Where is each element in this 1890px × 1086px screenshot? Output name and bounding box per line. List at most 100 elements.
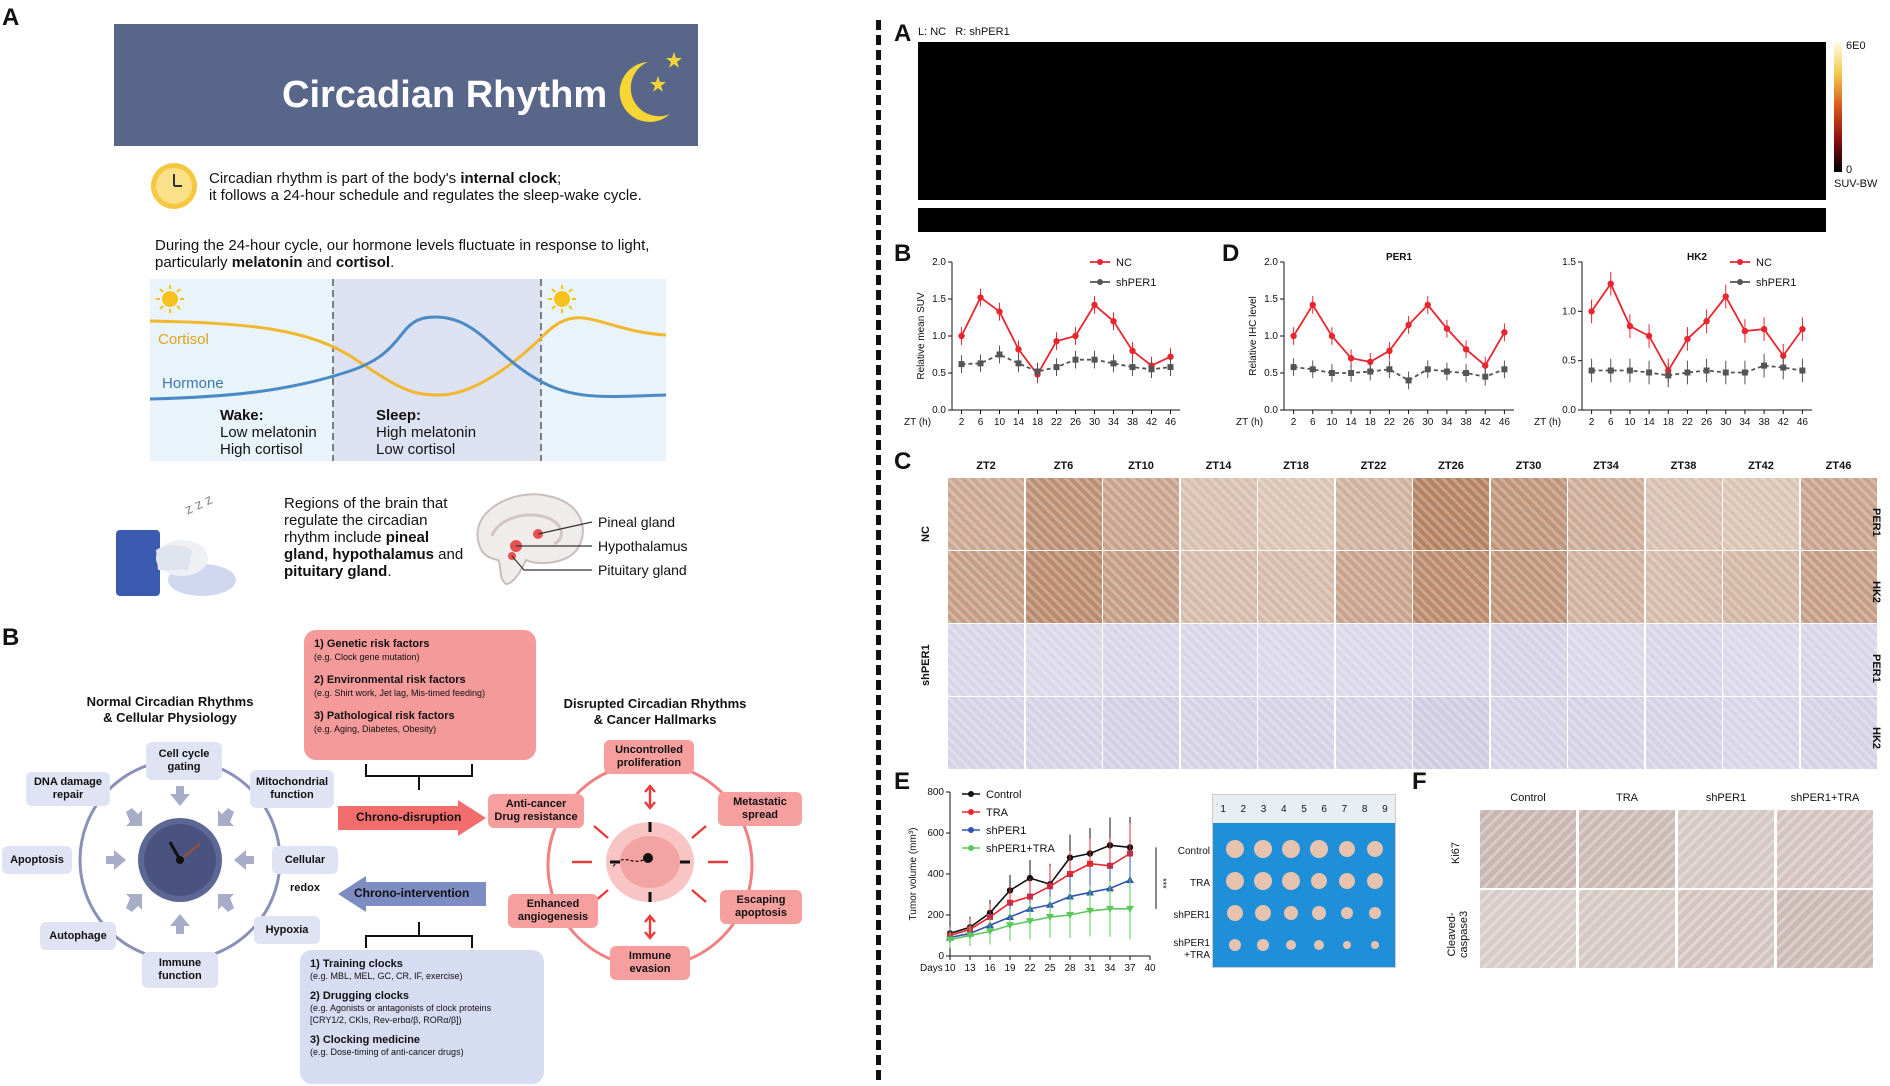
hormone-curve [150, 315, 666, 401]
f-ihc-tile [1480, 890, 1576, 968]
ihc-tile [1180, 551, 1257, 623]
f-ihc-tile [1480, 810, 1576, 888]
x-tick-label: 42 [1480, 417, 1492, 428]
pituitary-gland-label: Pituitary gland [598, 562, 687, 578]
x-tick-label: 18 [1032, 417, 1044, 428]
data-point [1006, 922, 1014, 930]
x-tick-label: 18 [1663, 417, 1675, 428]
node-cellular-redox: Cellular redox [272, 846, 338, 894]
data-point [1053, 337, 1060, 345]
ihc-tile [1180, 624, 1257, 696]
x-tick-label: 19 [1004, 963, 1016, 974]
ihc-tile [1335, 697, 1412, 769]
ihc-tile [1723, 478, 1799, 550]
data-point [1053, 364, 1060, 371]
y-tick-label: 2.0 [1264, 257, 1278, 268]
tumor-sample [1310, 840, 1328, 858]
pet-lr-label: L: NC R: shPER1 [918, 26, 1010, 38]
f-ihc-tile [1579, 810, 1675, 888]
tumor-sample [1227, 905, 1243, 921]
series-nc [958, 288, 1174, 384]
data-point [1443, 325, 1451, 332]
legend-marker [968, 791, 974, 797]
data-point [1799, 325, 1806, 333]
photo-row-labels: Control TRA shPER1 shPER1 +TRA [1173, 846, 1210, 961]
chart-title: HK2 [1687, 252, 1707, 263]
ihc-tile [1645, 697, 1722, 769]
data-point [1348, 370, 1355, 376]
data-point [1780, 364, 1787, 371]
y-tick-label: 1.5 [1562, 257, 1576, 268]
legend-label: shPER1 [1116, 277, 1156, 289]
ihc-tile [1723, 697, 1799, 769]
x-tick-label: 28 [1064, 963, 1076, 974]
data-point [996, 351, 1003, 358]
ihc-tile [1335, 551, 1412, 623]
y-tick-label: 0.0 [1264, 405, 1278, 416]
x-tick-label: 14 [1346, 417, 1358, 428]
right-panel-letter-e: E [894, 768, 911, 795]
data-point [1086, 907, 1094, 915]
data-point [1405, 377, 1412, 384]
tumor-sample [1282, 872, 1300, 890]
x-tick-label: 31 [1084, 963, 1096, 974]
data-point [1741, 327, 1749, 335]
legend-marker [1737, 259, 1743, 265]
tumor-sample [1254, 840, 1272, 858]
f-column-label: TRA [1616, 792, 1638, 804]
x-tick-label: 34 [1104, 963, 1116, 974]
tumor-sample [1254, 872, 1272, 890]
legend-item: shPER1 [1730, 277, 1796, 289]
data-point [1110, 360, 1117, 367]
ihc-tile [1568, 697, 1644, 769]
y-tick-label: 800 [927, 787, 944, 798]
ihc-tile [1258, 624, 1334, 696]
x-tick-label: 38 [1127, 417, 1139, 428]
ihc-column-label: ZT26 [1438, 460, 1464, 472]
tumor-sample [1229, 939, 1241, 951]
data-point [1026, 918, 1034, 926]
x-tick-label: 26 [1403, 417, 1415, 428]
scale-unit-label: SUV-BW [1834, 178, 1878, 190]
legend-label: shPER1 [986, 825, 1026, 837]
ihc-tile [1258, 697, 1334, 769]
x-tick-label: 10 [944, 963, 956, 974]
brain-description: Regions of the brain that regulate the c… [284, 495, 464, 580]
ihc-column-label: ZT6 [1053, 460, 1074, 472]
y-tick-label: 0.5 [1264, 368, 1278, 379]
scale-bottom-label: 0 [1846, 164, 1853, 176]
ihc-tile [1103, 551, 1179, 623]
node-hypoxia: Hypoxia [254, 916, 320, 944]
x-tick-label: 25 [1044, 963, 1056, 974]
f-row-label-caspase: Cleaved-caspase3 [1446, 910, 1470, 958]
data-point [1106, 905, 1114, 913]
legend-label: NC [1756, 257, 1772, 269]
x-tick-label: 10 [1624, 417, 1636, 428]
ihc-tile [1413, 551, 1489, 623]
data-point [946, 936, 954, 944]
legend-item: TRA [962, 807, 1009, 819]
legend-item: shPER1 [1090, 277, 1156, 289]
data-point [1290, 332, 1297, 340]
legend-marker [968, 827, 974, 833]
y-tick-label: 0 [938, 951, 944, 962]
x-tick-label: 30 [1422, 417, 1434, 428]
series-shper1 [958, 345, 1174, 381]
series-line [961, 353, 1171, 373]
x-tick-label: 6 [978, 417, 984, 428]
x-tick-label: 10 [1326, 417, 1338, 428]
right-panel-letter-a: A [894, 20, 912, 47]
ihc-tile [1335, 478, 1412, 550]
data-point [1066, 912, 1074, 919]
data-point [1129, 347, 1136, 354]
x-tick-label: 34 [1441, 417, 1453, 428]
